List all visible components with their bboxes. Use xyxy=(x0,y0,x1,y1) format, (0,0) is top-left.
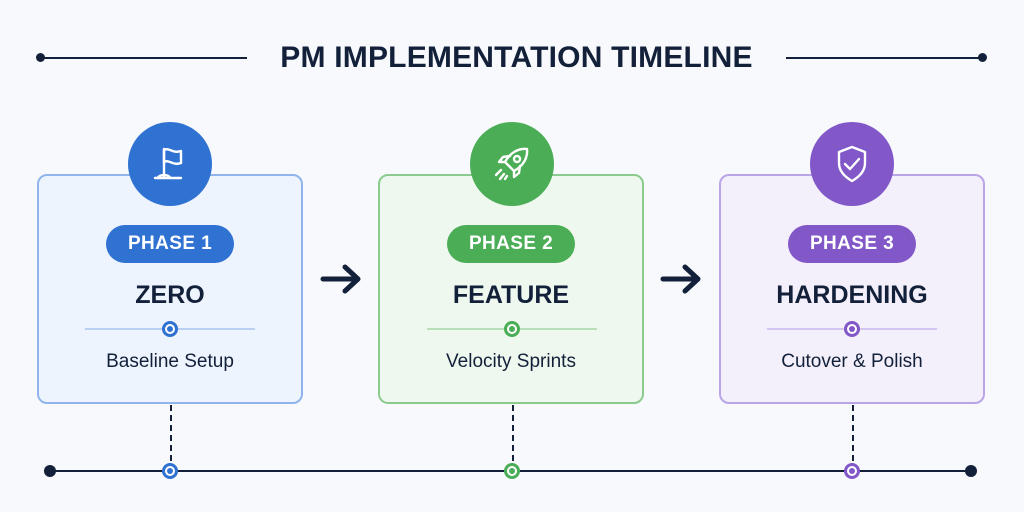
phase-1-card xyxy=(37,174,303,404)
phase-1-badge: PHASE 1 xyxy=(106,225,234,263)
phase-3-name: HARDENING xyxy=(776,281,928,309)
phase-3-description: Cutover & Polish xyxy=(781,351,923,372)
phase-1-card-node xyxy=(162,321,178,337)
phase-1-connector xyxy=(170,405,172,461)
phase-2-card-node xyxy=(504,321,520,337)
title-rule-right xyxy=(786,57,982,59)
rocket-icon xyxy=(470,122,554,206)
phase-3-badge: PHASE 3 xyxy=(788,225,916,263)
title-rule-right-dot xyxy=(978,53,987,62)
arrow-right-icon xyxy=(320,264,361,294)
arrow-right-icon xyxy=(660,264,701,294)
phase-3-connector xyxy=(852,405,854,461)
phase-1-description: Baseline Setup xyxy=(106,351,234,372)
phase-1-name: ZERO xyxy=(135,281,205,309)
phase-3-card-node xyxy=(844,321,860,337)
phase-2-badge: PHASE 2 xyxy=(447,225,575,263)
diagram-title: PM IMPLEMENTATION TIMELINE xyxy=(280,41,753,74)
timeline-end-dot xyxy=(965,465,977,477)
phase-2-name: FEATURE xyxy=(452,281,570,309)
phase-2-description: Velocity Sprints xyxy=(446,351,576,372)
title-rule-left xyxy=(40,57,247,59)
timeline-node-phase-3 xyxy=(844,463,860,479)
phase-3-card xyxy=(719,174,985,404)
timeline-node-phase-1 xyxy=(162,463,178,479)
flag-icon xyxy=(128,122,212,206)
shield-check-icon xyxy=(810,122,894,206)
phase-2-connector xyxy=(512,405,514,461)
timeline-node-phase-2 xyxy=(504,463,520,479)
timeline-start-dot xyxy=(44,465,56,477)
